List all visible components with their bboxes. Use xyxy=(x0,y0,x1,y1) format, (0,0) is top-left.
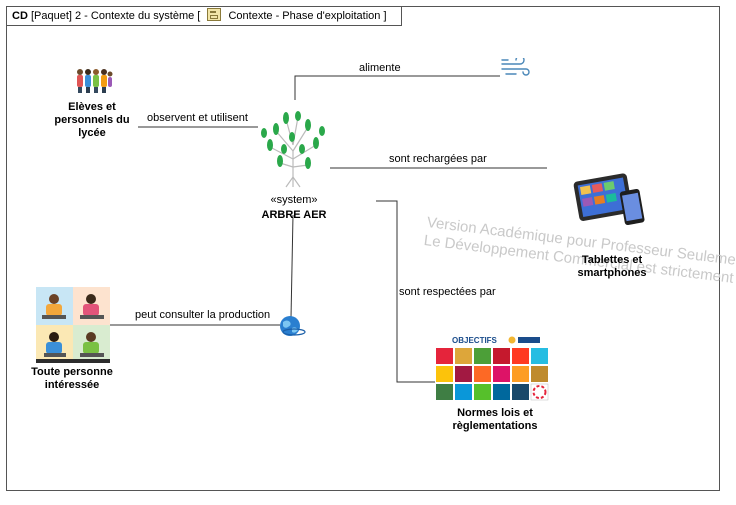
frame-header: CD [Paquet] 2 - Contexte du système [ Co… xyxy=(7,7,402,26)
actor-students-line2: personnels du xyxy=(54,114,130,126)
diagram-frame: CD [Paquet] 2 - Contexte du système [ Co… xyxy=(6,6,720,491)
actor-students-name: Elèves et personnels du lycée xyxy=(40,101,144,140)
actor-students-line3: lycée xyxy=(78,127,106,139)
actor-public-line2: intéressée xyxy=(44,379,100,391)
system-name: ARBRE AER xyxy=(261,209,327,221)
sdg-logo-text: OBJECTIFS xyxy=(452,336,498,345)
actor-tablets-line2: smartphones xyxy=(577,267,647,279)
actor-public-name: Toute personne intéressée xyxy=(20,366,124,392)
tablet-icon xyxy=(573,173,645,225)
actor-students-line1: Elèves et xyxy=(68,101,116,113)
actor-public-line1: Toute personne xyxy=(31,366,113,378)
system-stereotype: «system» xyxy=(270,194,318,206)
frame-context: Contexte - Phase d'exploitation xyxy=(228,10,381,22)
sdg-grid-icon: OBJECTIFS xyxy=(436,336,549,401)
label-consulter: peut consulter la production xyxy=(135,309,271,321)
people-at-computers-icon xyxy=(36,287,110,363)
frame-kind: CD xyxy=(12,10,28,22)
wind-icon xyxy=(501,58,530,76)
frame-package: [Paquet] xyxy=(30,10,72,22)
frame-title: 2 - Contexte du système xyxy=(75,10,195,22)
package-diagram-icon xyxy=(207,8,222,21)
label-alimente: alimente xyxy=(359,62,401,74)
frame-bracket-close: ] xyxy=(383,10,387,22)
actor-tablets-line1: Tablettes et xyxy=(581,254,643,266)
tree-icon xyxy=(261,111,325,188)
link-public-vertical xyxy=(290,214,294,319)
link-norms xyxy=(376,200,435,383)
actor-norms-name: Normes lois et règlementations xyxy=(440,407,550,433)
actor-norms-line2: règlementations xyxy=(452,420,538,432)
actor-norms-line1: Normes lois et xyxy=(457,407,533,419)
label-observent: observent et utilisent xyxy=(147,112,248,124)
label-respectees: sont respectées par xyxy=(399,286,496,298)
globe-icon xyxy=(280,316,306,336)
link-wind xyxy=(294,75,500,100)
frame-bracket-open: [ xyxy=(197,10,201,22)
label-rechargees: sont rechargées par xyxy=(389,153,487,165)
people-icon xyxy=(77,69,113,93)
actor-tablets-name: Tablettes et smartphones xyxy=(562,254,662,280)
